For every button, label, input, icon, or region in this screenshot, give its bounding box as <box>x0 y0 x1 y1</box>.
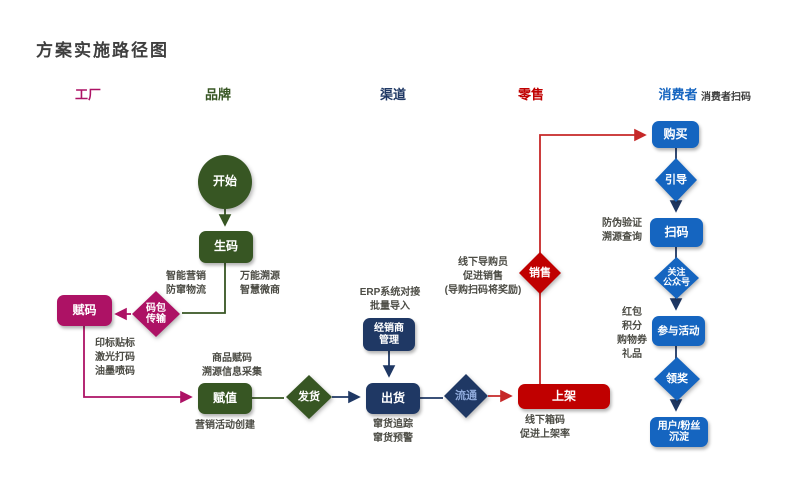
annotation-rewards: 红包 积分 购物券 礼品 <box>617 307 647 360</box>
annotation-universal-trace: 万能溯源 智慧微商 <box>240 271 280 296</box>
node-claim-prize: 领奖 <box>654 357 700 401</box>
annotation-box-code: 线下箱码 促进上架率 <box>520 415 570 440</box>
node-sales: 销售 <box>519 252 561 294</box>
lane-header-factory: 工厂 <box>74 87 101 102</box>
annotation-coding-methods: 印标贴标 激光打码 油墨喷码 <box>95 338 135 377</box>
node-start: 开始 <box>198 155 252 209</box>
annotation-erp: ERP系统对接 批量导入 <box>359 287 421 312</box>
node-assign-code: 赋码 <box>57 295 112 326</box>
node-assign-value: 赋值 <box>198 383 252 414</box>
node-code-package: 码包 传输 <box>132 291 180 337</box>
annotation-product-coding: 商品赋码 溯源信息采集 <box>202 353 262 378</box>
node-distributor-mgmt: 经销商 管理 <box>363 318 415 351</box>
node-purchase: 购买 <box>652 121 699 148</box>
annotation-guide-promo: 线下导购员 促进销售 (导购扫码将奖励) <box>444 257 522 296</box>
node-guide: 引导 <box>655 158 697 202</box>
node-join-activity: 参与活动 <box>652 316 705 346</box>
node-circulation: 流通 <box>444 374 488 418</box>
lane-header-brand: 品牌 <box>204 87 231 102</box>
annotation-smart-marketing: 智能营销 防窜物流 <box>166 271 206 296</box>
node-follow-account: 关注 公众号 <box>654 257 699 299</box>
node-outbound: 出货 <box>366 383 420 414</box>
annotation-fleeing-goods: 窜货追踪 窜货预警 <box>373 419 413 444</box>
node-fan-retention: 用户/粉丝 沉淀 <box>650 417 708 447</box>
lane-header-consumer: 消费者 <box>658 87 698 102</box>
consumer-scan-note: 消费者扫码 <box>701 92 751 103</box>
annotation-anti-fake: 防伪验证 溯源查询 <box>602 218 642 243</box>
page-title: 方案实施路径图 <box>36 41 169 60</box>
node-scan: 扫码 <box>650 218 703 247</box>
lane-header-retail: 零售 <box>517 87 544 102</box>
node-generate-code: 生码 <box>199 231 253 263</box>
node-on-shelf: 上架 <box>518 384 610 409</box>
node-ship: 发货 <box>286 375 332 419</box>
annotation-marketing-campaign: 营销活动创建 <box>195 420 255 431</box>
lane-header-channel: 渠道 <box>379 87 406 102</box>
